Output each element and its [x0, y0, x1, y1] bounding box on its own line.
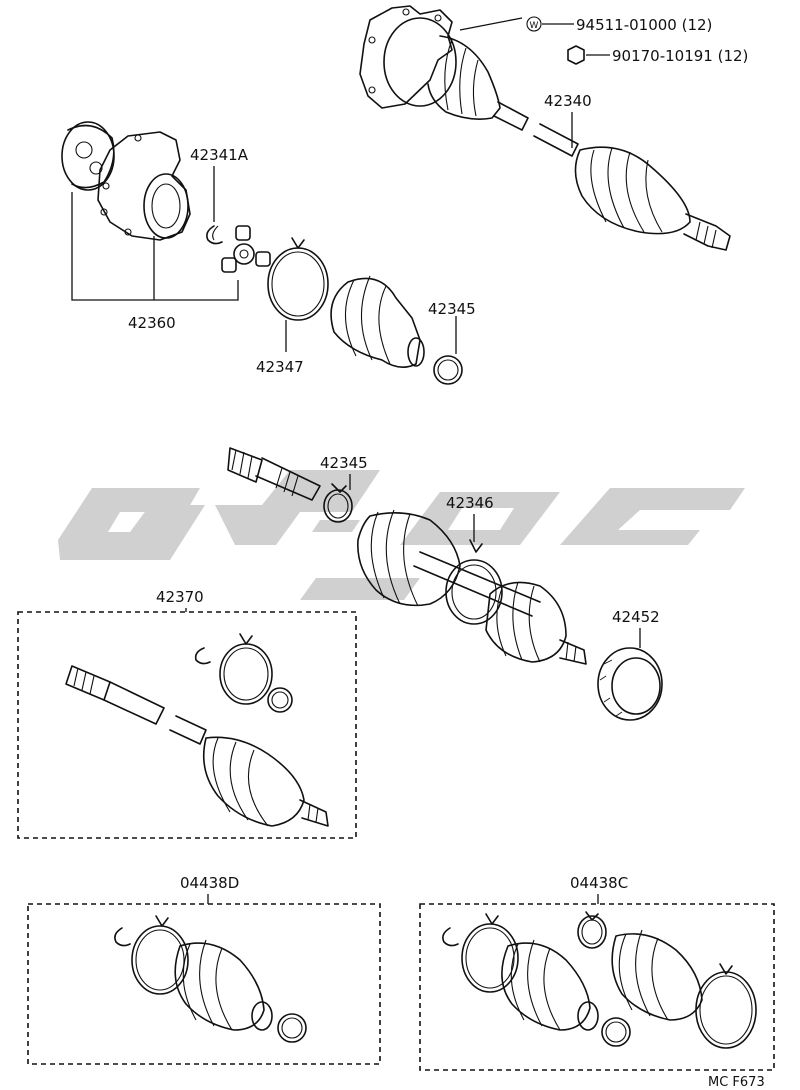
callout-42345-mid: 42345	[320, 454, 368, 472]
boot-inner	[330, 275, 425, 368]
callout-42347: 42347	[256, 358, 304, 376]
watermark-logo	[58, 470, 745, 600]
nut-icon	[567, 45, 585, 65]
boot-clamp-42347: 42347	[256, 237, 329, 376]
label-42340: 42340	[544, 92, 592, 148]
boot-clamp-small-42345-top: 42345	[428, 300, 476, 385]
drive-shaft-assembly-top	[359, 5, 731, 251]
boot-kit-box-04438c: 04438C	[419, 874, 775, 1071]
washer-94511: W 94511-01000 (12)	[459, 16, 712, 34]
diagram-code: MC F673	[708, 1075, 765, 1090]
label-42346: 42346	[446, 494, 494, 542]
boot-kit-box-04438d: 04438D	[27, 874, 381, 1065]
callout-42346: 42346	[446, 494, 494, 512]
drive-shaft-middle	[227, 447, 587, 665]
callout-04438d: 04438D	[180, 874, 239, 892]
dust-seal-42452: 42452	[597, 608, 663, 721]
callout-42340: 42340	[544, 92, 592, 110]
callout-04438c: 04438C	[570, 874, 628, 892]
callout-42345-top: 42345	[428, 300, 476, 318]
callout-42360: 42360	[128, 314, 176, 332]
inner-joint-housing-42360: 42360	[61, 121, 239, 332]
spider-tripod	[221, 225, 271, 273]
callout-42452: 42452	[612, 608, 660, 626]
callout-90170-10191: 90170-10191 (12)	[612, 47, 748, 65]
callout-42341a: 42341A	[190, 146, 249, 164]
nut-90170: 90170-10191 (12)	[567, 45, 748, 65]
washer-icon	[526, 16, 542, 32]
snap-ring-42341a: 42341A	[190, 146, 249, 245]
assembly-box-42370: 42370	[17, 588, 357, 839]
callout-42370: 42370	[156, 588, 204, 606]
washer-symbol: W	[530, 21, 539, 31]
callout-94511-01000: 94511-01000 (12)	[576, 16, 712, 34]
label-42345-mid: 42345	[320, 454, 368, 490]
